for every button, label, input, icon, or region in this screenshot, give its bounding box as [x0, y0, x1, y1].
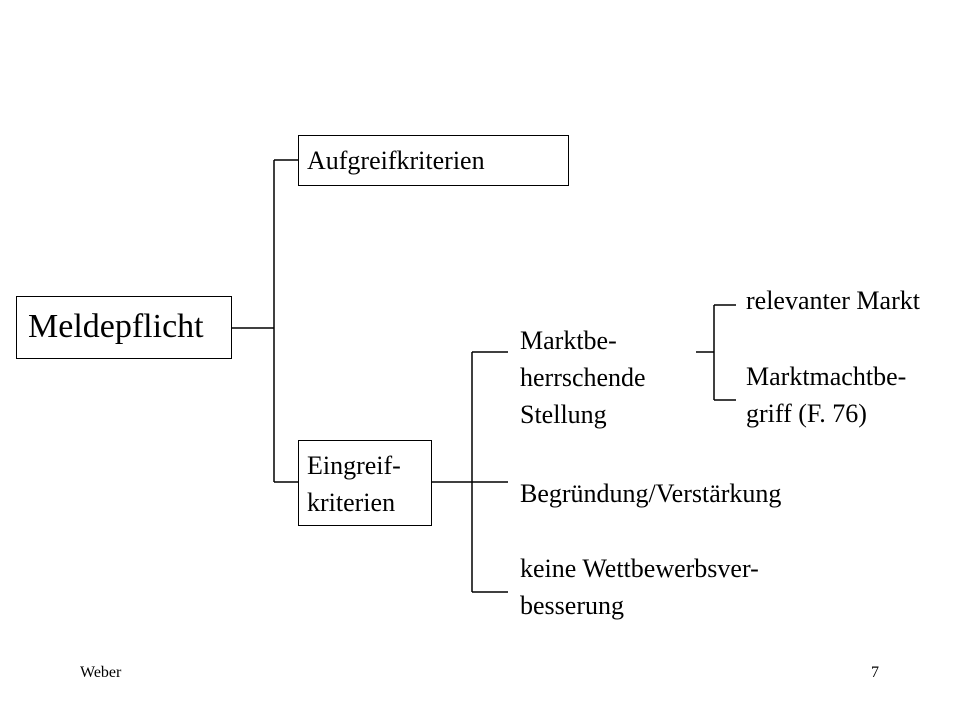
begruendung-verstaerkung-label: Begründung/Verstärkung [520, 479, 782, 508]
keine-wettbewerb-line2: besserung [520, 591, 624, 620]
footer-page-number: 7 [871, 664, 879, 681]
root-node-label: Meldepflicht [28, 308, 204, 345]
footer-author: Weber [80, 664, 122, 681]
marktmachtbegriff-line1: Marktmachtbe- [746, 362, 907, 391]
marktbeherrschende-line3: Stellung [520, 400, 607, 429]
marktmachtbegriff-line2: griff (F. 76) [746, 399, 867, 428]
marktbeherrschende-line2: herrschende [520, 363, 646, 392]
eingreifkriterien-label-line2: kriterien [307, 488, 396, 517]
relevanter-markt-label: relevanter Markt [746, 286, 920, 315]
eingreifkriterien-box: Eingreif- kriterien [298, 440, 432, 526]
aufgreifkriterien-label: Aufgreifkriterien [307, 146, 485, 175]
keine-wettbewerb-line1: keine Wettbewerbsver- [520, 554, 759, 583]
marktbeherrschende-line1: Marktbe- [520, 326, 617, 355]
eingreifkriterien-label-line1: Eingreif- [307, 451, 401, 480]
aufgreifkriterien-box: Aufgreifkriterien [298, 135, 569, 186]
root-node-box: Meldepflicht [16, 296, 232, 359]
